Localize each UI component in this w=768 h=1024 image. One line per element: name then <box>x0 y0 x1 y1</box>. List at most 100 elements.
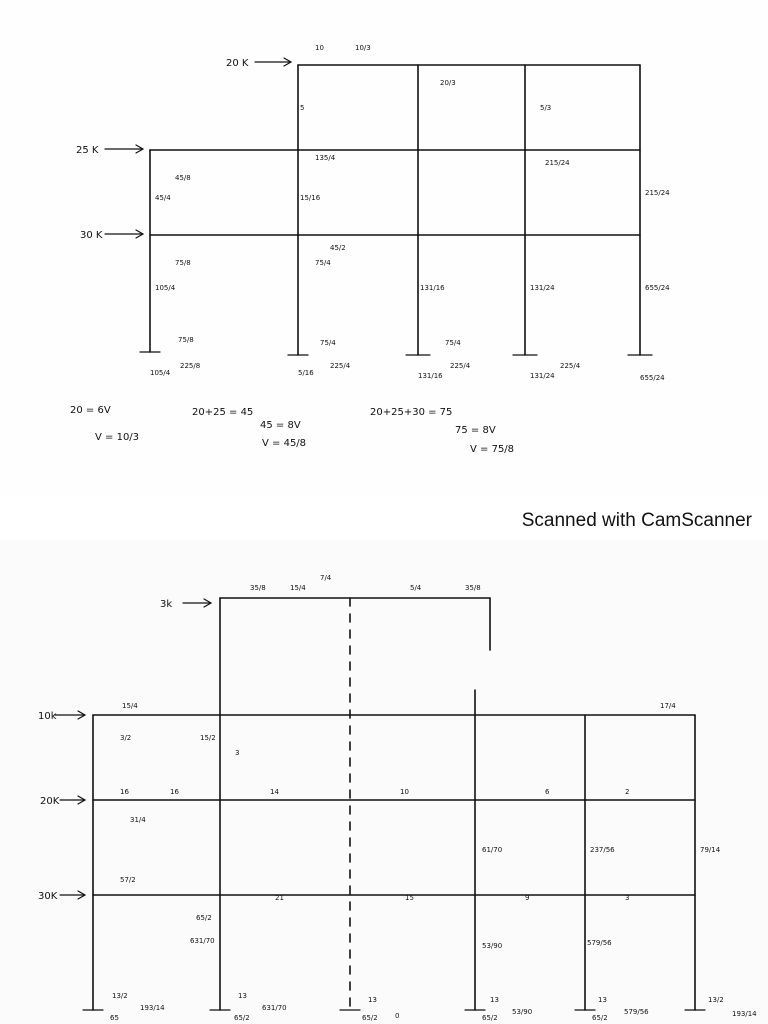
load-label-3k: 3k <box>160 599 172 610</box>
load-label-30k: 30K <box>38 891 58 902</box>
value: 75/4 <box>315 259 331 267</box>
value: 9 <box>525 894 529 902</box>
value: 53/90 <box>482 942 502 950</box>
value: 10/3 <box>355 44 371 52</box>
value: 579/56 <box>587 939 612 947</box>
reaction: 225/4 <box>330 362 351 370</box>
load-label-20k: 20 K <box>226 58 249 69</box>
reaction: 13 <box>368 996 377 1004</box>
camscanner-watermark: Scanned with CamScanner <box>521 510 752 531</box>
note: 20+25 = 45 <box>192 407 253 418</box>
reaction: 13 <box>598 996 607 1004</box>
value: 61/70 <box>482 846 502 854</box>
value: 16 <box>170 788 179 796</box>
frame-2-members <box>92 597 696 1011</box>
reaction: 631/70 <box>262 1004 287 1012</box>
frame-1-members <box>149 64 641 356</box>
load-label-25k: 25 K <box>76 145 99 156</box>
frame-1-notes: 20 = 6V V = 10/3 20+25 = 45 45 = 8V V = … <box>70 405 514 455</box>
value: 45/4 <box>155 194 171 202</box>
reaction: 65 <box>110 1014 119 1022</box>
reaction: 5/16 <box>298 369 314 377</box>
reaction: 13 <box>238 992 247 1000</box>
value: 3/2 <box>120 734 131 742</box>
value: 16 <box>120 788 129 796</box>
value: 215/24 <box>645 189 670 197</box>
value: 2 <box>625 788 629 796</box>
value: 75/8 <box>175 259 191 267</box>
value: 3 <box>235 749 239 757</box>
note: V = 75/8 <box>470 444 514 455</box>
load-label-10k: 10k <box>38 711 57 722</box>
frame-1-load-arrows <box>104 57 293 239</box>
value: 35/8 <box>465 584 481 592</box>
value: 215/24 <box>545 159 570 167</box>
value: 5/4 <box>410 584 422 592</box>
frame-1-supports <box>139 351 653 356</box>
frame-1-values: 10 10/3 5 20/3 5/3 45/8 45/4 135/4 215/2… <box>155 44 670 292</box>
frame-1-reactions: 75/8 225/8 105/4 5/16 75/4 225/4 131/16 … <box>150 336 665 382</box>
value: 5/3 <box>540 104 551 112</box>
note: 20+25+30 = 75 <box>370 407 452 418</box>
value: 35/8 <box>250 584 266 592</box>
value: 655/24 <box>645 284 670 292</box>
reaction: 13/2 <box>708 996 724 1004</box>
reaction: 225/4 <box>560 362 581 370</box>
reaction: 65/2 <box>592 1014 608 1022</box>
value: 15/16 <box>300 194 321 202</box>
reaction: 0 <box>395 1012 399 1020</box>
reaction: 655/24 <box>640 374 665 382</box>
page-gap <box>0 497 768 540</box>
frame-2-values: 35/8 15/4 7/4 5/4 35/8 3/2 15/4 17/4 15/… <box>120 574 721 950</box>
note: V = 45/8 <box>262 438 306 449</box>
reaction: 75/4 <box>445 339 461 347</box>
note: 75 = 8V <box>455 425 496 436</box>
reaction: 75/8 <box>178 336 194 344</box>
reaction: 13 <box>490 996 499 1004</box>
value: 15/4 <box>122 702 138 710</box>
value: 21 <box>275 894 284 902</box>
reaction: 105/4 <box>150 369 171 377</box>
value: 31/4 <box>130 816 146 824</box>
frame-sketch-2: 3k 10k 20K 30K 35/8 15/4 7/4 5/4 35/8 3/… <box>38 574 757 1022</box>
frame-2-load-arrows <box>54 598 213 900</box>
value: 15 <box>405 894 414 902</box>
value: 10 <box>400 788 409 796</box>
note: 45 = 8V <box>260 420 301 431</box>
value: 17/4 <box>660 702 676 710</box>
value: 57/2 <box>120 876 136 884</box>
value: 3 <box>625 894 629 902</box>
value: 14 <box>270 788 279 796</box>
reaction: 193/14 <box>732 1010 757 1018</box>
reaction: 131/16 <box>418 372 443 380</box>
value: 45/8 <box>175 174 191 182</box>
value: 20/3 <box>440 79 456 87</box>
value: 65/2 <box>196 914 212 922</box>
reaction: 131/24 <box>530 372 555 380</box>
value: 237/56 <box>590 846 615 854</box>
value: 79/14 <box>700 846 721 854</box>
value: 631/70 <box>190 937 215 945</box>
reaction: 65/2 <box>234 1014 250 1022</box>
value: 135/4 <box>315 154 336 162</box>
load-label-30k: 30 K <box>80 230 103 241</box>
reaction: 65/2 <box>482 1014 498 1022</box>
value: 7/4 <box>320 574 332 582</box>
reaction: 225/8 <box>180 362 200 370</box>
reaction: 65/2 <box>362 1014 378 1022</box>
reaction: 225/4 <box>450 362 471 370</box>
frame-2-reactions: 13/2 65 193/14 13 65/2 631/70 0 13 65/2 … <box>110 992 757 1022</box>
frame-sketch-1: 20 K 25 K 30 K 10 10/3 5 20/3 5/3 45/8 4… <box>70 44 670 455</box>
value: 6 <box>545 788 550 796</box>
reaction: 579/56 <box>624 1008 649 1016</box>
reaction: 193/14 <box>140 1004 165 1012</box>
reaction: 13/2 <box>112 992 128 1000</box>
value: 45/2 <box>330 244 346 252</box>
scanned-page-1: 20 K 25 K 30 K 10 10/3 5 20/3 5/3 45/8 4… <box>0 0 768 497</box>
load-label-20k: 20K <box>40 796 60 807</box>
value: 15/4 <box>290 584 306 592</box>
scanned-page-2: 3k 10k 20K 30K 35/8 15/4 7/4 5/4 35/8 3/… <box>0 540 768 1024</box>
note: V = 10/3 <box>95 432 139 443</box>
reaction: 75/4 <box>320 339 336 347</box>
value: 131/24 <box>530 284 555 292</box>
